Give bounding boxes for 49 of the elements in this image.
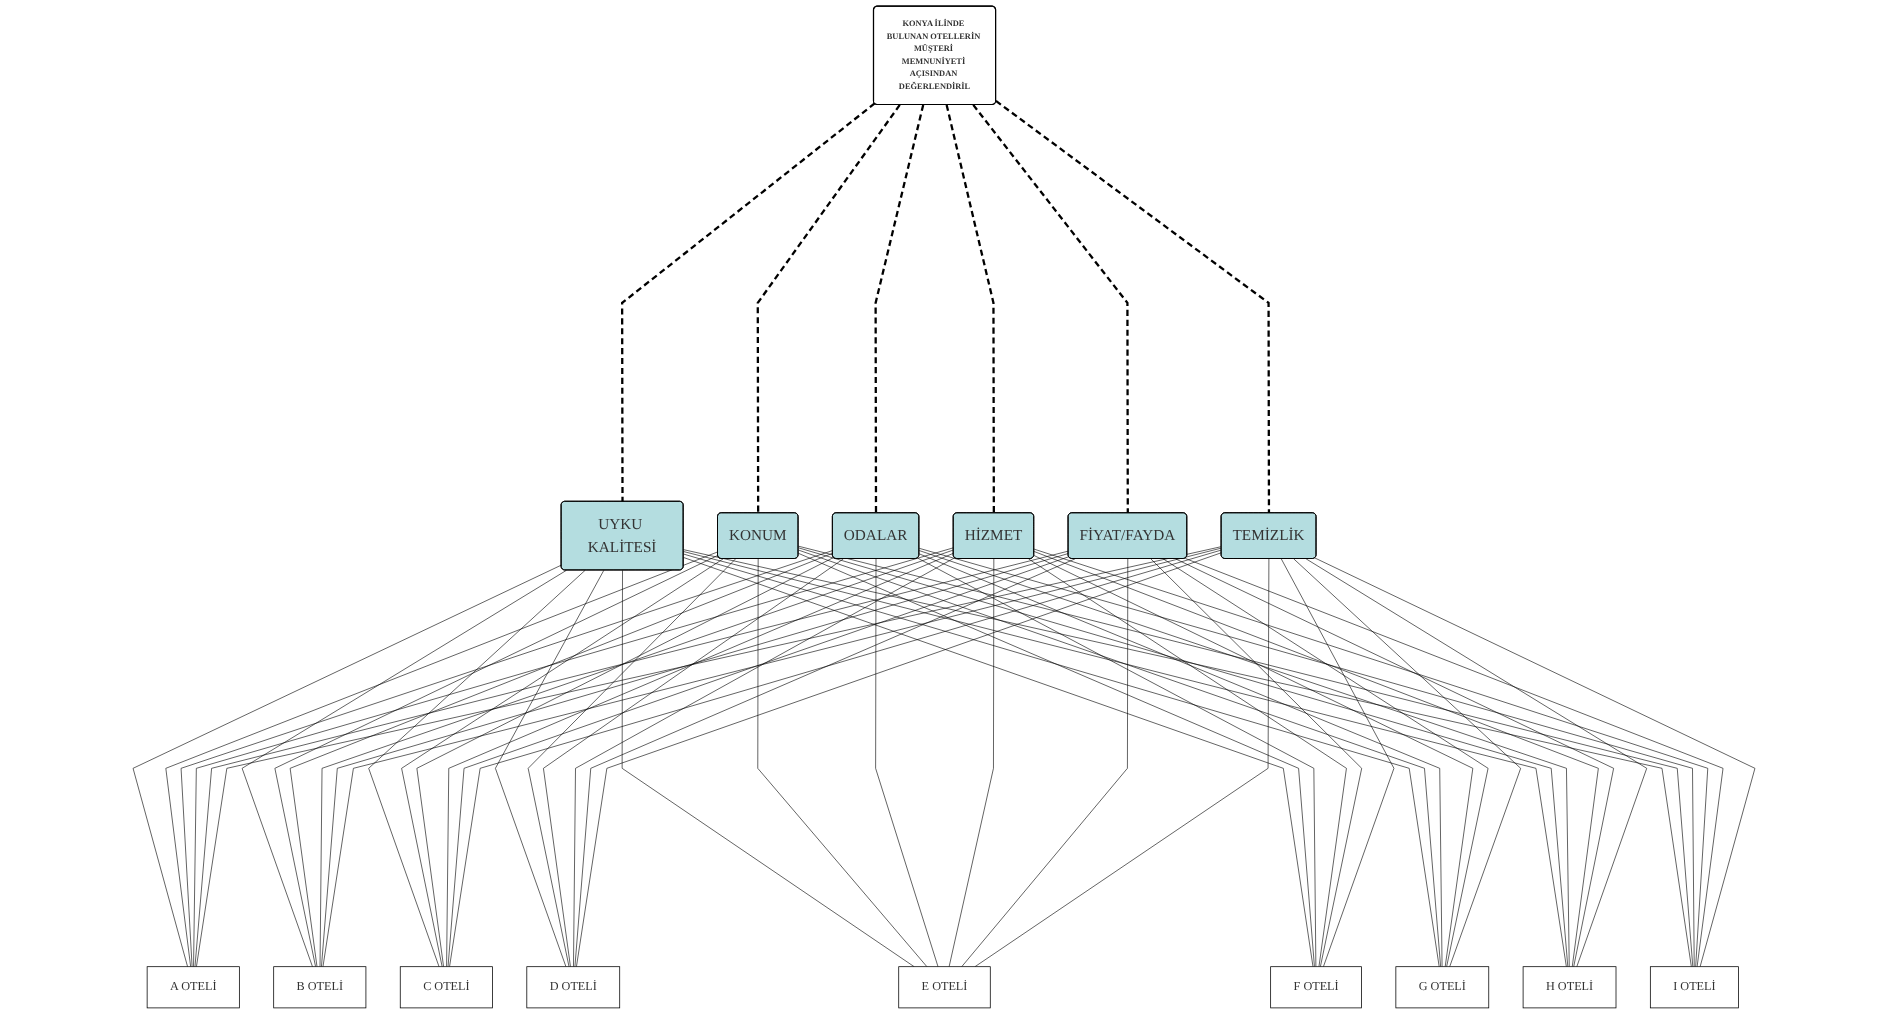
- connector: [446, 552, 954, 967]
- connector: [1150, 558, 1362, 967]
- connector: [1162, 558, 1489, 967]
- connector: [289, 552, 834, 967]
- connector: [321, 553, 1069, 967]
- connector: [416, 557, 834, 967]
- connector: [1028, 558, 1347, 967]
- connector: [974, 558, 1270, 967]
- connector: [543, 558, 844, 967]
- connector: [918, 550, 1570, 967]
- connector: [621, 570, 915, 967]
- connector: [132, 564, 562, 967]
- connector: [1033, 551, 1599, 967]
- connector: [401, 558, 724, 967]
- connector: [995, 100, 1271, 514]
- connector: [945, 104, 995, 514]
- connector: [1184, 558, 1724, 967]
- connector: [447, 556, 1070, 967]
- connector: [961, 558, 1129, 967]
- connector: [576, 552, 1222, 967]
- connector: [1175, 558, 1614, 967]
- connector: [948, 558, 995, 967]
- connector: [241, 570, 567, 967]
- connector: [274, 555, 719, 967]
- connector: [1293, 558, 1521, 967]
- connector: [1281, 558, 1395, 967]
- connector: [165, 551, 719, 967]
- connector: [1033, 555, 1474, 967]
- connector: [875, 558, 939, 967]
- connector: [574, 558, 1076, 967]
- connector: [180, 550, 834, 967]
- connector: [756, 104, 901, 514]
- connector: [527, 558, 736, 967]
- connector: [319, 549, 954, 967]
- connector: [683, 557, 1314, 967]
- connector: [918, 553, 1443, 967]
- connector: [917, 557, 1317, 967]
- connector: [798, 549, 1441, 967]
- connector: [621, 102, 876, 502]
- connector: [1314, 557, 1756, 967]
- connector: [573, 557, 955, 967]
- connector: [874, 104, 925, 514]
- connector: [1305, 558, 1648, 967]
- connector: [798, 553, 1315, 967]
- connector: [495, 570, 605, 967]
- connector: [757, 558, 928, 967]
- connector: [972, 104, 1129, 514]
- connector: [368, 570, 586, 967]
- connector: [1033, 548, 1709, 967]
